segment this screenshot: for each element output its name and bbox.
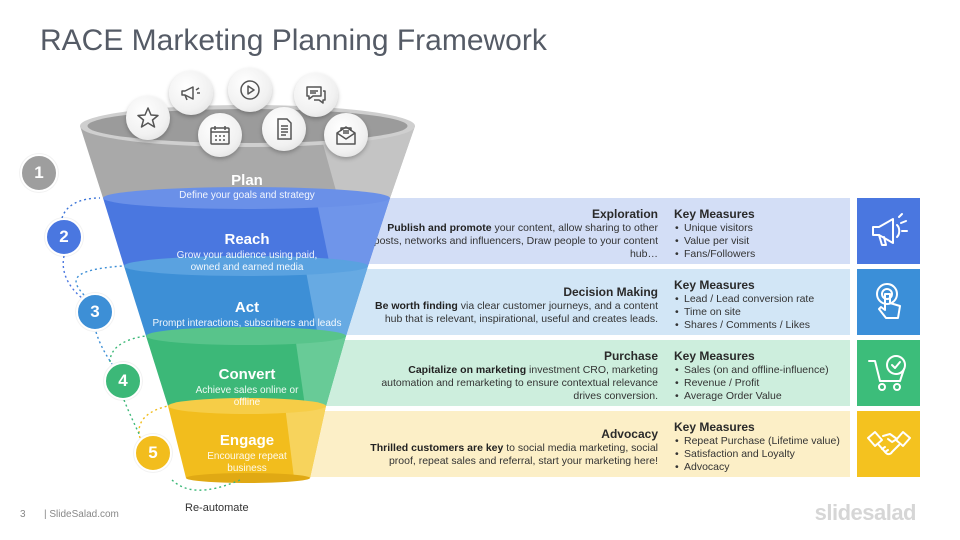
funnel-layer-convert [146,327,346,406]
stage-plan-title: Plan [231,172,263,189]
convert-section-title: Purchase [603,349,658,363]
funnel-layer-reach [103,187,390,266]
stage-plan-subtitle: Define your goals and strategy [179,190,315,201]
measure-item: Average Order Value [674,390,850,403]
footer-brand: | SlideSalad.com [44,509,119,520]
bubble-document [262,107,306,151]
step-circle-4: 4 [104,362,142,400]
measure-item: Lead / Lead conversion rate [674,293,850,306]
stage-convert-subtitle: Achieve sales online or offline [195,385,299,408]
band-act: Decision Making Be worth finding via cle… [303,269,850,335]
reautomate-label: Re-automate [185,502,249,514]
key-measures-title: Key Measures [674,278,755,292]
key-measures-title: Key Measures [674,420,755,434]
engage-desc-bold: Thrilled customers are key [370,442,504,454]
cart-icon [867,355,906,391]
bubble-star [126,96,170,140]
measure-item: Fans/Followers [674,248,850,261]
band-engage: Advocacy Thrilled customers are key to s… [303,411,850,477]
reach-key-measures: Key Measures Unique visitors Value per v… [674,207,850,261]
page-number: 3 [20,509,26,520]
step-circle-3: 3 [76,293,114,331]
convert-description: Purchase Capitalize on marketing investm… [358,349,658,403]
play-icon [240,80,260,100]
convert-desc-text: investment CRO, marketing automation and… [381,364,658,402]
engage-section-title: Advocacy [601,427,658,441]
step-circle-5: 5 [134,434,172,472]
bubble-play [228,68,272,112]
reach-section-title: Exploration [591,207,658,221]
handshake-icon [866,431,911,456]
measure-item: Revenue / Profit [674,377,850,390]
key-measures-title: Key Measures [674,207,755,221]
measure-item: Sales (on and offline-influence) [674,364,850,377]
stage-act-title: Act [234,299,260,316]
touch-icon [875,283,901,319]
engage-desc-text: to social media marketing, social proof,… [388,442,658,467]
stage-reach-title: Reach [224,231,270,248]
step-circle-2: 2 [45,218,83,256]
key-measures-title: Key Measures [674,349,755,363]
megaphone-icon [871,213,908,246]
measure-item: Time on site [674,306,850,319]
act-description: Decision Making Be worth finding via cle… [358,285,658,326]
act-key-measures: Key Measures Lead / Lead conversion rate… [674,278,850,332]
step-circle-1: 1 [20,154,58,192]
brand-logo: slidesalad [814,500,917,525]
reach-desc-text: your content, allow sharing to other out… [359,222,658,260]
engage-icon-box [857,411,920,477]
act-desc-text: via clear customer journeys, and a conte… [384,300,658,325]
reach-description: Exploration Publish and promote your con… [358,207,658,261]
stage-engage-subtitle: Encourage repeat business [207,451,287,474]
bubble-email [324,113,368,157]
email-icon [336,126,356,145]
engage-description: Advocacy Thrilled customers are key to s… [358,427,658,468]
stage-reach-subtitle: Grow your audience using paid, owned and… [176,250,318,273]
act-icon-box [857,269,920,335]
convert-icon-box [857,340,920,406]
act-section-title: Decision Making [563,285,658,299]
act-desc-bold: Be worth finding [374,300,458,312]
measure-item: Satisfaction and Loyalty [674,448,850,461]
reach-icon-box [857,198,920,264]
bubble-calendar [198,113,242,157]
star-icon [137,107,159,128]
document-icon [277,118,292,140]
measure-item: Shares / Comments / Likes [674,319,850,332]
measure-item: Value per visit [674,235,850,248]
convert-key-measures: Key Measures Sales (on and offline-influ… [674,349,850,403]
megaphone-icon [181,86,200,101]
engage-key-measures: Key Measures Repeat Purchase (Lifetime v… [674,420,850,474]
stage-convert-title: Convert [218,366,276,383]
convert-desc-bold: Capitalize on marketing [408,364,527,376]
chat-icon [306,86,326,104]
funnel-layer-act [124,256,368,336]
band-convert: Purchase Capitalize on marketing investm… [303,340,850,406]
measure-item: Advocacy [674,461,850,474]
measure-item: Unique visitors [674,222,850,235]
stage-act-subtitle: Prompt interactions, subscribers and lea… [152,318,342,329]
measure-item: Repeat Purchase (Lifetime value) [674,435,850,448]
stage-engage-title: Engage [219,432,275,449]
page-title: RACE Marketing Planning Framework [40,24,547,57]
bubble-megaphone [169,71,213,115]
reach-desc-bold: Publish and promote [387,222,492,234]
bubble-chat [294,73,338,117]
funnel-layer-engage [168,398,326,483]
calendar-icon [210,126,230,145]
band-reach: Exploration Publish and promote your con… [303,198,850,264]
loop-connectors-left [62,255,141,437]
loop-connectors [61,197,241,491]
